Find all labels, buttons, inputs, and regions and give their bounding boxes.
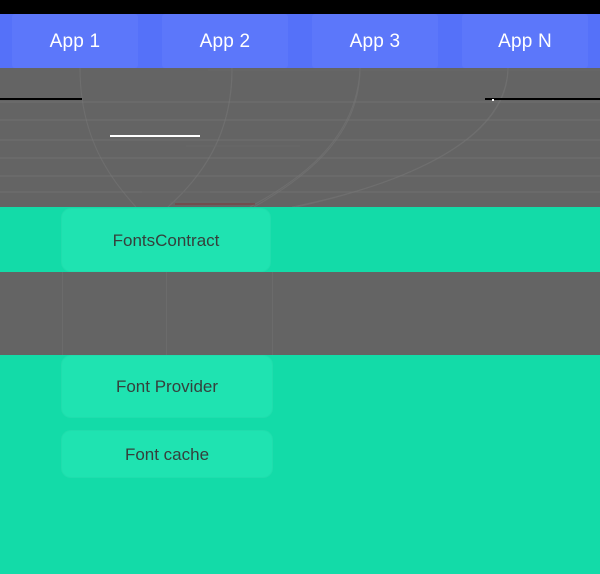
middle-gray-band <box>0 272 600 355</box>
app-tab-3-label: App 3 <box>349 30 401 52</box>
app-bar: App 1 App 2 App 3 App N <box>0 14 600 68</box>
marker-line-right <box>485 98 600 100</box>
app-tab-2-panel <box>162 14 288 68</box>
marker-line-left <box>0 98 82 100</box>
marker-dot <box>492 99 494 101</box>
app-tab-1[interactable]: App 1 <box>0 14 150 68</box>
node-font-cache[interactable]: Font cache <box>62 431 272 477</box>
app-tab-2-label: App 2 <box>199 30 251 52</box>
node-fonts-contract[interactable]: FontsContract <box>62 209 270 271</box>
app-tab-2[interactable]: App 2 <box>150 14 300 68</box>
app-tab-n-panel <box>462 14 588 68</box>
app-tab-n-label: App N <box>498 30 552 52</box>
app-tab-n[interactable]: App N <box>450 14 600 68</box>
app-tab-3[interactable]: App 3 <box>300 14 450 68</box>
node-fonts-contract-label: FontsContract <box>112 230 220 250</box>
top-black-strip <box>0 0 600 14</box>
node-font-cache-label: Font cache <box>124 444 210 464</box>
funnel-band <box>0 68 600 207</box>
node-font-provider-label: Font Provider <box>115 377 219 396</box>
seam-center <box>166 272 167 355</box>
seam-right <box>272 272 273 355</box>
app-tab-1-panel <box>12 14 138 68</box>
app-tab-3-panel <box>312 14 438 68</box>
app-tab-1-label: App 1 <box>49 30 101 52</box>
seam-left <box>62 272 63 355</box>
base-green-band <box>0 477 600 574</box>
node-font-provider[interactable]: Font Provider <box>62 356 272 417</box>
marker-line-white <box>110 135 200 137</box>
funnel-connectors-icon <box>0 68 600 207</box>
